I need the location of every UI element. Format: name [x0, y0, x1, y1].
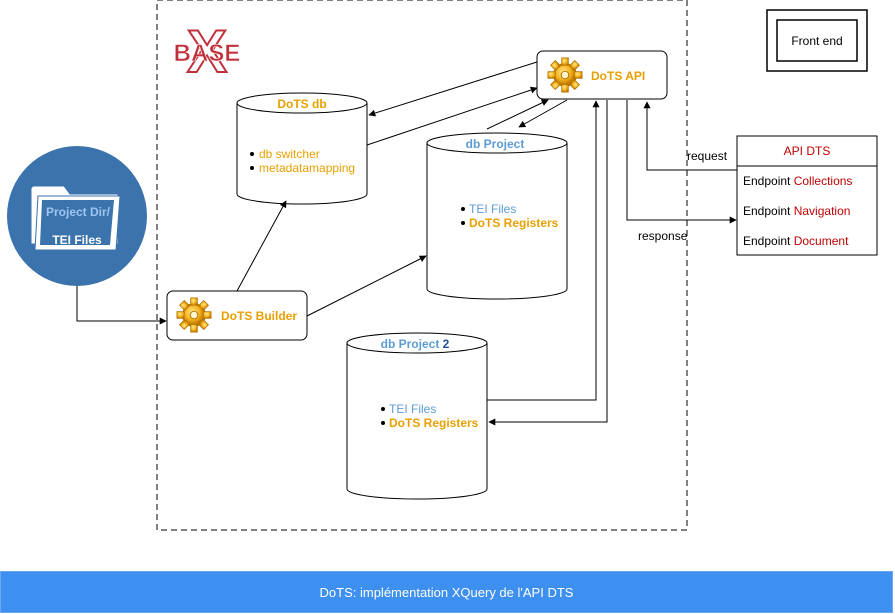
project-dir-label-line1: Project Dir/ — [46, 205, 111, 219]
dots-api-title: DoTS API — [591, 69, 645, 83]
db-project2-item-registers: DoTS Registers — [389, 416, 479, 430]
dots-builder-gear-icon — [176, 297, 212, 333]
db-project-cylinder[interactable]: db Project TEI Files DoTS Registers — [426, 132, 568, 300]
edge-folder-builder — [76, 286, 167, 325]
endpoint-document[interactable]: Endpoint Document — [743, 234, 849, 248]
endpoint-collections[interactable]: Endpoint Collections — [743, 174, 852, 188]
edge-api-dbproject — [518, 99, 568, 128]
edge-builder-dbproject — [306, 255, 427, 317]
basex-logo: X BASE — [173, 17, 241, 86]
dots-db-item-switcher: db switcher — [259, 147, 320, 161]
footer-banner: DoTS: implémentation XQuery de l'API DTS — [0, 571, 893, 613]
edge-api-dbproject2 — [488, 100, 608, 426]
dots-api-box[interactable]: DoTS API — [536, 50, 668, 100]
svg-text:X: X — [187, 18, 227, 85]
edges — [76, 61, 737, 426]
edge-dbproject-api — [486, 99, 549, 130]
edge-label-response: response — [638, 229, 688, 243]
db-project2-title: db Project 2 — [381, 337, 450, 351]
endpoint-navigation[interactable]: Endpoint Navigation — [743, 204, 850, 218]
api-dts-table[interactable]: API DTS Endpoint Collections Endpoint Na… — [736, 135, 878, 256]
dots-api-gear-icon — [547, 57, 583, 93]
db-project-item-tei: TEI Files — [469, 202, 516, 216]
dots-builder-title: DoTS Builder — [221, 309, 297, 323]
project-dir-label-line2: TEI Files — [52, 233, 102, 247]
api-dts-title: API DTS — [784, 144, 831, 158]
edge-label-request: request — [687, 149, 728, 163]
db-project2-item-tei: TEI Files — [389, 402, 436, 416]
front-end-box[interactable]: Front end — [766, 9, 868, 72]
dots-builder-box[interactable]: DoTS Builder — [166, 290, 308, 341]
dots-db-item-metadatamapping: metadatamapping — [259, 161, 355, 175]
dots-db-title: DoTS db — [277, 97, 326, 111]
edge-builder-dotsdb — [236, 200, 287, 292]
edge-response — [626, 100, 737, 224]
db-project2-cylinder[interactable]: db Project 2 TEI Files DoTS Registers — [346, 332, 488, 500]
front-end-label: Front end — [791, 34, 842, 48]
svg-text:BASE: BASE — [174, 40, 241, 67]
basex-container — [156, 0, 688, 531]
dots-db-cylinder[interactable]: DoTS db db switcher metadatamapping — [236, 92, 368, 205]
edge-dbproject2-api — [487, 100, 600, 401]
project-dir-node[interactable]: Project Dir/ TEI Files — [7, 146, 147, 286]
edge-dotsdb-api — [366, 86, 538, 146]
edge-api-dotsdb — [368, 61, 538, 117]
edge-request — [643, 101, 737, 171]
db-project-item-registers: DoTS Registers — [469, 216, 559, 230]
folder-icon — [30, 185, 121, 251]
db-project-title: db Project — [466, 137, 525, 151]
